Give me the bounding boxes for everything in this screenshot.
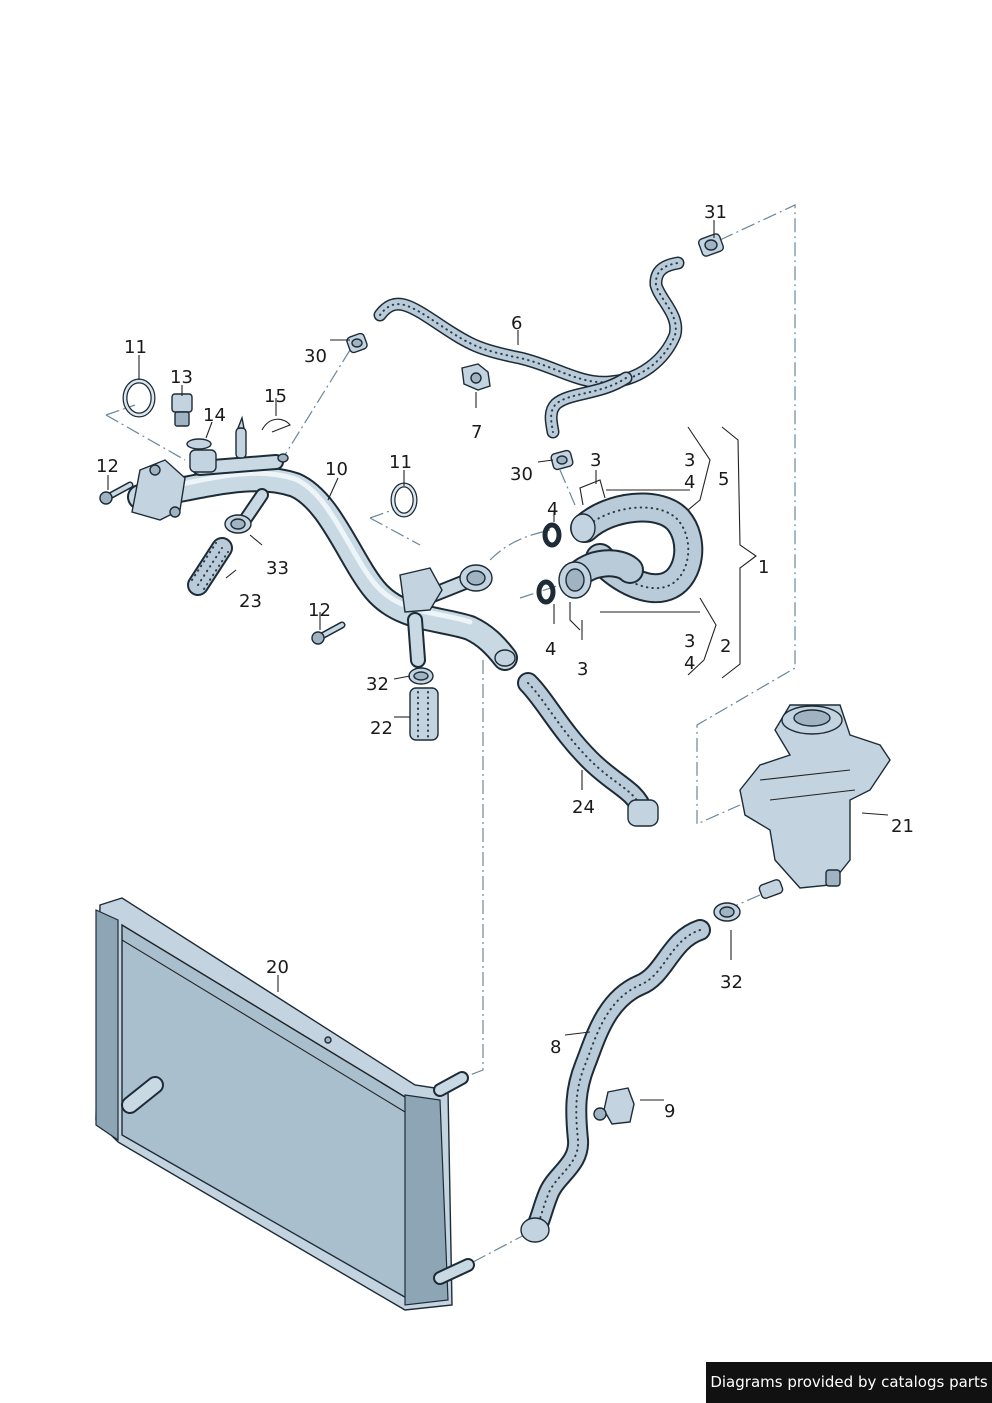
hose-2 [558,513,644,599]
callout-3-bottom: 3 [577,659,588,680]
clamp-33 [224,514,252,534]
callout-4-right-top: 4 [684,472,695,493]
callout-12-left: 12 [96,456,119,477]
callout-15: 15 [264,386,287,407]
callout-2: 2 [720,636,731,657]
o-ring-11-left [122,378,156,418]
hose-5 [570,492,704,604]
sensor-13 [171,393,193,427]
bolt-12-left [99,481,134,505]
callout-3-top: 3 [590,450,601,471]
callout-4-upper-left: 4 [547,499,558,520]
o-ring-11-center [390,482,418,518]
callout-3-right-bottom: 3 [684,631,695,652]
callout-3-right-top: 3 [684,450,695,471]
callout-11-center: 11 [389,452,412,473]
callout-14: 14 [203,405,226,426]
callout-30-lower: 30 [510,464,533,485]
callout-labels: 31 6 30 7 30 11 13 14 15 12 10 11 33 23 … [96,202,914,1122]
hose-22 [409,687,439,741]
clamp-31 [698,233,724,257]
hose-23 [187,537,233,596]
clamp-30-upper [346,332,368,354]
seal-14 [186,438,212,450]
callout-4-right-bottom: 4 [684,653,695,674]
bolt-12-center [311,621,346,645]
callout-32-right: 32 [720,972,743,993]
callout-31: 31 [704,202,727,223]
clamp-32-center [408,667,434,685]
callout-24: 24 [572,797,595,818]
clamp-30-lower [550,449,574,471]
hose-24 [517,672,659,827]
leader-lines [107,220,889,1101]
radiator-20 [95,897,475,1311]
callout-11-left: 11 [124,337,147,358]
callout-8: 8 [550,1037,561,1058]
callout-1: 1 [758,557,769,578]
callout-33: 33 [266,558,289,579]
holder-7 [461,363,491,391]
clip-3-upper [579,479,606,506]
bracket-9 [593,1087,635,1125]
attribution-text: Diagrams provided by catalogs parts [710,1373,988,1391]
callout-9: 9 [664,1101,675,1122]
hose-6 [373,256,685,439]
callout-10: 10 [325,459,348,480]
callout-13: 13 [170,367,193,388]
callout-32-center: 32 [366,674,389,695]
callout-21: 21 [891,816,914,837]
callout-6: 6 [511,313,522,334]
o-ring-4-lower [536,579,556,605]
callout-22: 22 [370,718,393,739]
attribution-footer: Diagrams provided by catalogs parts [706,1362,992,1403]
hose-8 [520,919,711,1243]
callout-12-center: 12 [308,600,331,621]
callout-23: 23 [239,591,262,612]
clip-15 [261,418,291,433]
callout-20: 20 [266,957,289,978]
clamp-32-right [713,902,741,922]
o-ring-4-upper [542,522,562,548]
callout-5: 5 [718,469,729,490]
callout-30-upper: 30 [304,346,327,367]
coolant-pipe-10 [127,415,518,671]
clip-3-lower [569,602,581,631]
callout-7: 7 [471,422,482,443]
expansion-tank-21 [739,704,891,899]
callout-4-lower-left: 4 [545,639,556,660]
